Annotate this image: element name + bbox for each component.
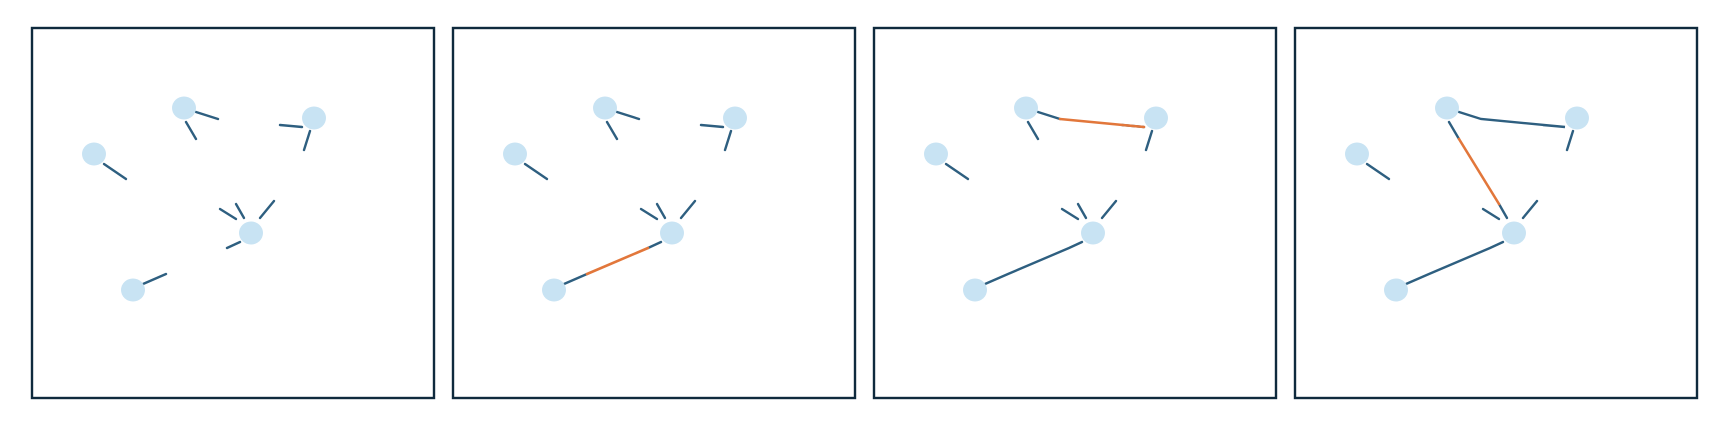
- new-edge-stub: [646, 240, 663, 250]
- new-edge-stub: [1497, 202, 1509, 220]
- node-a: [82, 142, 106, 166]
- panel-frame: [872, 26, 1278, 400]
- panel-frame: [30, 26, 436, 400]
- edge-stub-d: [1076, 202, 1088, 220]
- edge-stub-d: [655, 202, 667, 220]
- diagram-panel-2: [451, 26, 857, 400]
- node-b: [172, 96, 196, 120]
- node-e: [121, 278, 145, 302]
- edge-stub-c: [278, 123, 304, 129]
- node-d: [1081, 221, 1105, 245]
- diagram-panel-3: [872, 26, 1278, 400]
- edge-stub-d: [225, 240, 242, 250]
- edge-stub-d: [218, 207, 238, 221]
- new-edge-stub: [562, 272, 589, 286]
- node-e: [542, 278, 566, 302]
- diagram-panel-4: [1293, 26, 1699, 400]
- edge-stub-c: [723, 129, 733, 152]
- node-d: [660, 221, 684, 245]
- new-edge-stub: [1447, 120, 1461, 141]
- node-e: [1384, 278, 1408, 302]
- node-b: [1014, 96, 1038, 120]
- panel-frame: [451, 26, 857, 400]
- edge-stub-d: [1521, 199, 1539, 220]
- panel-frame: [1293, 26, 1699, 400]
- edge-stub-d: [679, 199, 697, 220]
- node-a: [503, 142, 527, 166]
- new-edge-b-c: [1058, 117, 1146, 129]
- edge-stub-d: [234, 202, 246, 220]
- node-b: [593, 96, 617, 120]
- edge-stub-a: [944, 162, 970, 181]
- edge-stub-d: [258, 199, 276, 220]
- edge-stub-d: [639, 207, 659, 221]
- node-d: [1502, 221, 1526, 245]
- edge-stub-c: [699, 123, 725, 129]
- node-a: [1345, 142, 1369, 166]
- edge-stub-b: [184, 120, 198, 141]
- edge-stub-a: [1365, 162, 1391, 181]
- edge-e-d: [983, 240, 1084, 286]
- node-b: [1435, 96, 1459, 120]
- node-e: [963, 278, 987, 302]
- diagram-panel-1: [30, 26, 436, 400]
- new-edge-stub: [1036, 110, 1062, 121]
- node-c: [1144, 106, 1168, 130]
- edge-stub-b: [194, 110, 220, 121]
- node-d: [239, 221, 263, 245]
- edge-stub-d: [1481, 207, 1501, 221]
- edge-stub-b: [615, 110, 641, 121]
- node-c: [1565, 106, 1589, 130]
- edge-b-c: [1457, 110, 1566, 129]
- new-edge-b-d: [1457, 137, 1501, 206]
- node-c: [723, 106, 747, 130]
- new-edge-e-d: [585, 246, 650, 276]
- node-c: [302, 106, 326, 130]
- edge-stub-b: [1026, 120, 1040, 141]
- edge-stub-a: [523, 162, 549, 181]
- edge-stub-c: [1565, 129, 1575, 152]
- edge-stub-a: [102, 162, 128, 181]
- edge-stub-e: [141, 272, 168, 286]
- edge-stub-d: [1100, 199, 1118, 220]
- edge-stub-d: [1060, 207, 1080, 221]
- edge-stub-c: [302, 129, 312, 152]
- edge-stub-c: [1144, 129, 1154, 152]
- edge-e-d: [1404, 240, 1505, 286]
- edge-stub-b: [605, 120, 619, 141]
- node-a: [924, 142, 948, 166]
